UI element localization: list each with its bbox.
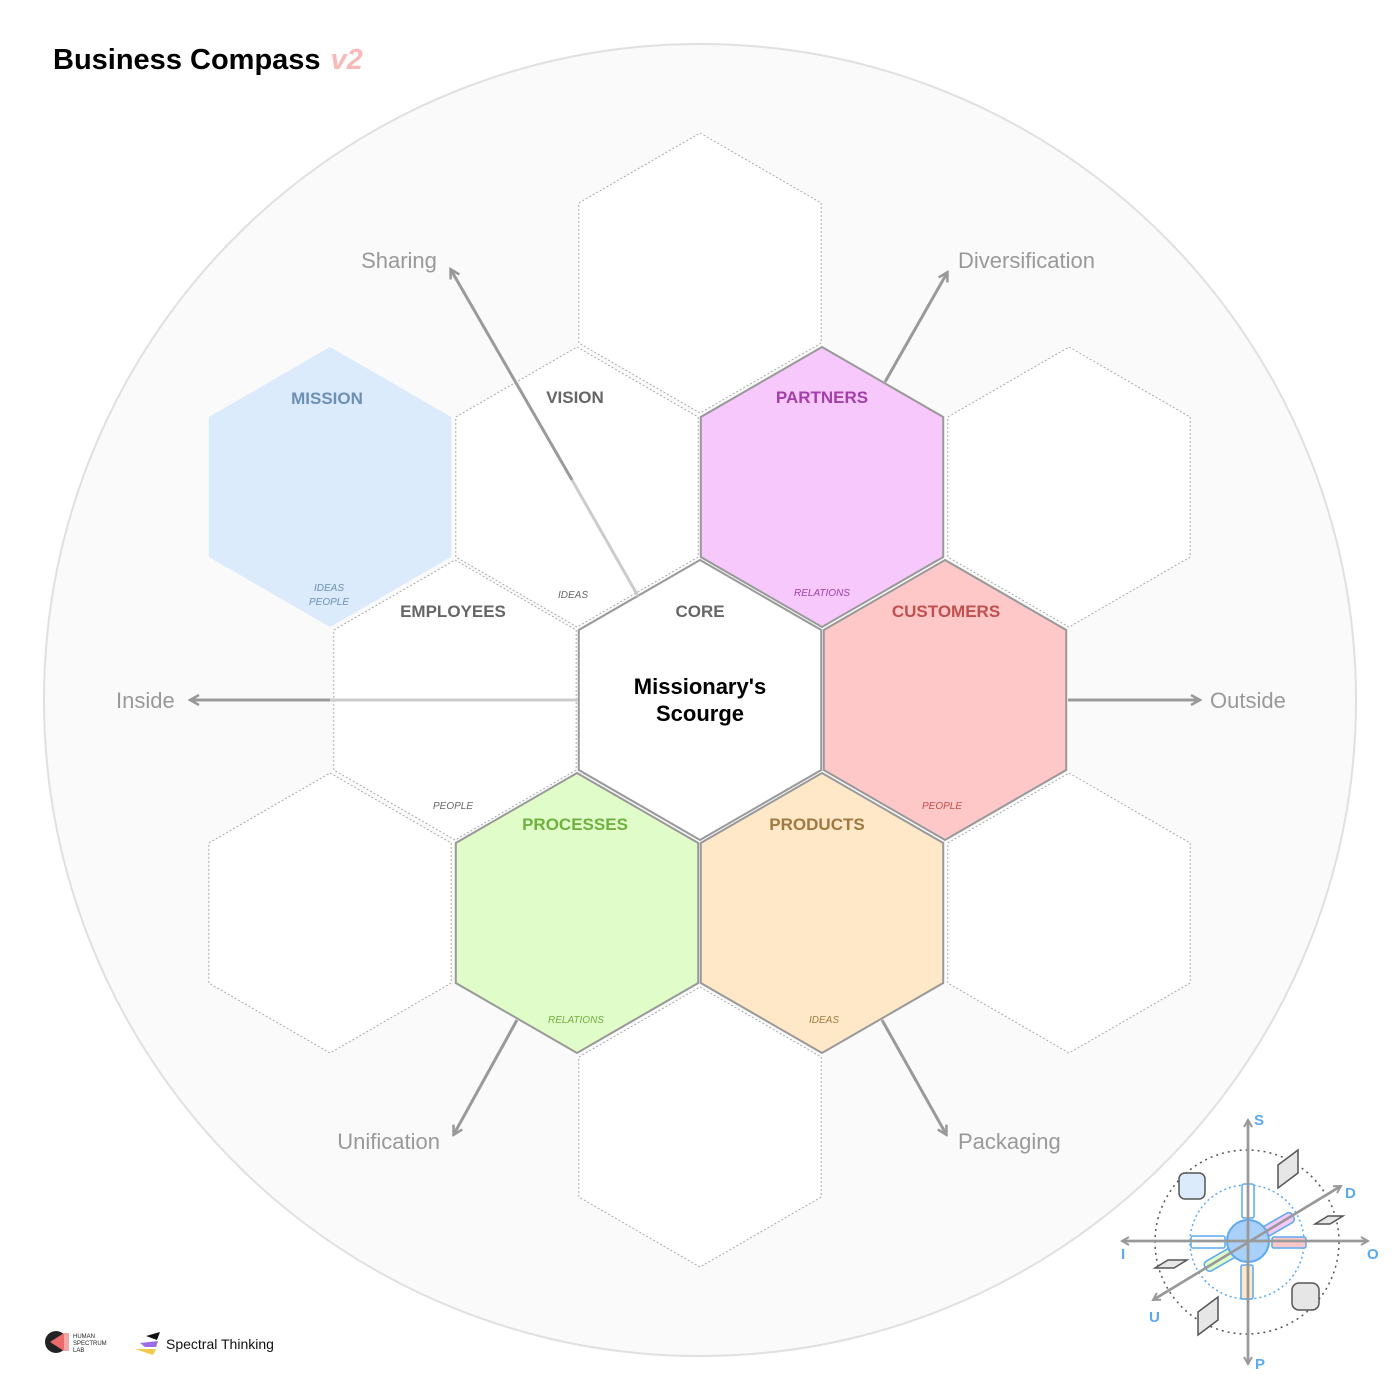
processes-label: PROCESSES [522,815,628,834]
hex-bottom [578,986,822,1268]
axis-label-diversification: Diversification [958,248,1095,273]
mini-compass-p: P [1255,1356,1265,1373]
hex-processes [454,771,700,1055]
core-label: CORE [675,602,724,621]
axis-unification [454,1019,519,1134]
version-badge: v2 [330,44,363,76]
axis-sharing [570,479,640,597]
axis-label-sharing: Sharing [361,248,437,273]
hex-products [699,771,945,1055]
page-title: Business Compass v2 [53,44,363,77]
axis-label-inside: Inside [116,688,175,713]
mission-label: MISSION [291,389,363,408]
axis-packaging [880,1019,946,1134]
mini-compass: S D O P U I [1121,1112,1379,1373]
hex-lower-right [947,772,1191,1054]
title-text: Business Compass [53,44,321,76]
vision-sub: IDEAS [558,590,588,601]
svg-text:LAB: LAB [73,1348,84,1354]
hex-lower-left [208,772,452,1054]
mini-compass-s: S [1254,1112,1264,1129]
human-spectrum-lab-logo: HUMAN SPECTRUM LAB [45,1331,107,1354]
employees-label: EMPLOYEES [400,602,506,621]
svg-text:SPECTRUM: SPECTRUM [73,1341,107,1347]
products-sub: IDEAS [809,1015,839,1026]
hex-customers [822,558,1068,842]
processes-sub: RELATIONS [548,1015,604,1026]
hex-partners [699,345,945,629]
svg-text:HUMAN: HUMAN [73,1334,95,1340]
employees-sub: PEOPLE [433,801,473,812]
axis-label-packaging: Packaging [958,1129,1061,1154]
mini-compass-i: I [1121,1246,1125,1263]
hex-core [577,558,823,842]
hex-mission [208,347,452,627]
mini-compass-d: D [1345,1185,1356,1202]
axis-sharing-outer [451,270,574,481]
customers-label: CUSTOMERS [892,602,1000,621]
mission-sub-people: PEOPLE [309,597,349,608]
core-title-line1: Missionary's [634,674,766,699]
hex-upper-right [947,346,1191,628]
customers-sub: PEOPLE [922,801,962,812]
vision-label: VISION [546,388,604,407]
axis-label-unification: Unification [337,1129,440,1154]
core-title-line2: Scourge [656,701,744,726]
partners-label: PARTNERS [776,388,868,407]
mission-sub-ideas: IDEAS [314,583,344,594]
hex-top [578,132,822,414]
mini-compass-o: O [1367,1246,1379,1263]
axis-diversification [883,273,947,383]
axis-label-outside: Outside [1210,688,1286,713]
spectral-thinking-text: Spectral Thinking [166,1336,274,1352]
partners-sub: RELATIONS [794,588,850,599]
spectral-thinking-logo: Spectral Thinking [135,1332,274,1355]
products-label: PRODUCTS [769,815,864,834]
mini-compass-u: U [1149,1309,1160,1326]
